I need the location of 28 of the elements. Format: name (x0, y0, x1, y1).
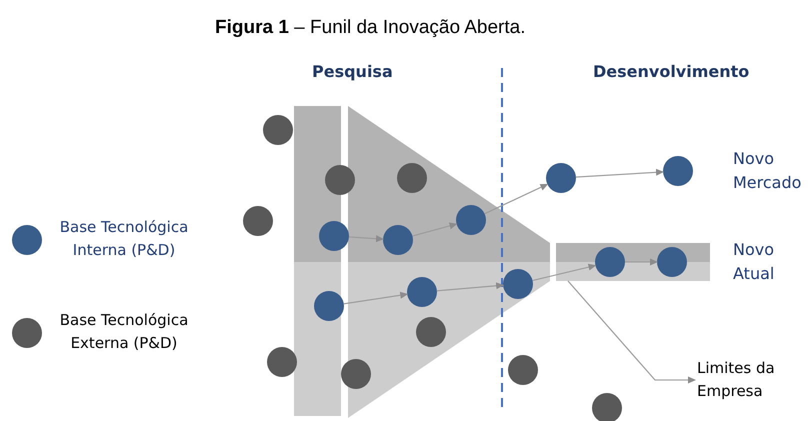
section-heading: Desenvolvimento (593, 62, 750, 81)
external-technology-dot (267, 347, 297, 377)
legend-text: Base Tecnológica Externa (P&D) (58, 310, 190, 354)
arrow (436, 282, 504, 292)
external-technology-dot (263, 115, 293, 145)
arrow (344, 292, 408, 304)
arrow (625, 258, 658, 266)
arrow (484, 184, 548, 214)
arrow (576, 168, 664, 178)
section-heading: Pesquisa (312, 62, 393, 81)
arrow (348, 235, 384, 242)
internal-technology-dot (663, 156, 693, 186)
external-technology-dot (508, 355, 538, 385)
arrow (532, 264, 596, 282)
figure-title: Figura 1 – Funil da Inovação Aberta. (215, 17, 526, 39)
external-technology-dot (243, 206, 273, 236)
outcome-label: Novo Mercado (733, 148, 802, 194)
arrow (412, 222, 458, 237)
external-technology-dot (341, 359, 371, 389)
leader-line (568, 280, 696, 384)
internal-technology-dot (546, 163, 576, 193)
outcome-label: Novo Atual (733, 239, 776, 285)
internal-technology-dot (657, 247, 687, 277)
external-technology-dot (592, 393, 622, 421)
company-boundary-bar (556, 243, 710, 281)
legend-text: Base Tecnológica Interna (P&D) (58, 217, 190, 261)
note-text: Limites da Empresa (697, 357, 783, 403)
internal-technology-dot (595, 247, 625, 277)
